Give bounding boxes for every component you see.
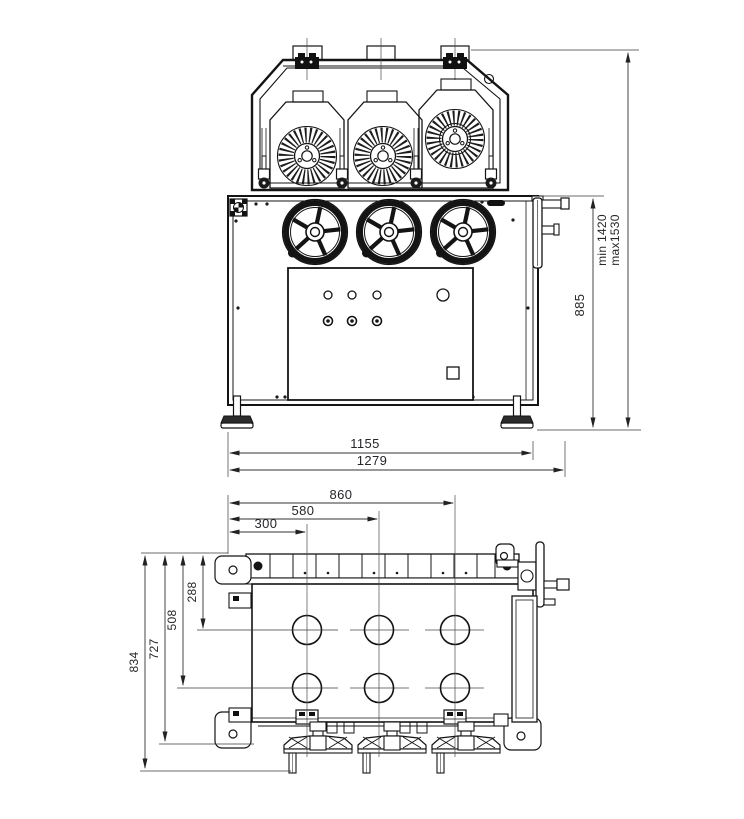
plan-side-crank xyxy=(493,541,570,727)
handwheels xyxy=(283,200,496,265)
guide-casters xyxy=(257,128,498,190)
plan-handwheel-3 xyxy=(431,721,501,774)
panel-socket xyxy=(446,366,460,380)
brush-roller-3 xyxy=(426,110,485,169)
dim-580-label: 580 xyxy=(292,503,315,518)
indicator-1 xyxy=(323,290,333,300)
caster-2 xyxy=(335,155,349,190)
dim-727-label: 727 xyxy=(147,639,161,660)
side-crank xyxy=(531,195,570,269)
dim-834-label: 834 xyxy=(127,652,141,673)
dim-885-label: 885 xyxy=(572,294,587,317)
front-view xyxy=(220,38,570,429)
dim-860-label: 860 xyxy=(330,487,353,502)
dim-max1530-label: max1530 xyxy=(608,214,622,265)
plan-handwheels xyxy=(283,721,501,774)
top-pin xyxy=(487,200,505,206)
caster-4 xyxy=(484,155,498,190)
dim-300-label: 300 xyxy=(255,516,278,531)
hood-bolt xyxy=(483,73,495,85)
control-panel xyxy=(287,267,474,401)
foot-right xyxy=(500,395,534,429)
strip-bolt-left xyxy=(253,561,263,571)
front-dimensions: 1155 1279 885 min 1420 max1530 xyxy=(227,49,641,477)
base-plate xyxy=(239,577,544,727)
plan-dimensions: 860 580 300 288 508 727 834 xyxy=(127,487,456,772)
brush-roller-1 xyxy=(278,127,337,186)
main-switch xyxy=(436,288,450,302)
top-tabs xyxy=(292,38,470,80)
plan-handwheel-1 xyxy=(283,721,353,774)
plan-view xyxy=(214,541,570,774)
brush-units xyxy=(257,78,498,190)
handwheel-2 xyxy=(357,200,422,265)
rear-strip xyxy=(245,553,520,579)
handwheel-1 xyxy=(283,200,348,265)
foot-left xyxy=(220,395,254,429)
push-buttons xyxy=(322,315,383,327)
indicator-2 xyxy=(347,290,357,300)
datum-mark xyxy=(229,198,248,217)
indicator-3 xyxy=(372,290,382,300)
dim-288-label: 288 xyxy=(185,582,199,603)
dim-1155-label: 1155 xyxy=(350,436,380,451)
dim-508-label: 508 xyxy=(165,610,179,631)
handwheel-3 xyxy=(431,200,496,265)
brush-roller-2 xyxy=(354,127,413,186)
dim-1279-label: 1279 xyxy=(357,453,388,468)
plan-handwheel-2 xyxy=(357,721,427,774)
dim-min1420-label: min 1420 xyxy=(595,214,609,266)
